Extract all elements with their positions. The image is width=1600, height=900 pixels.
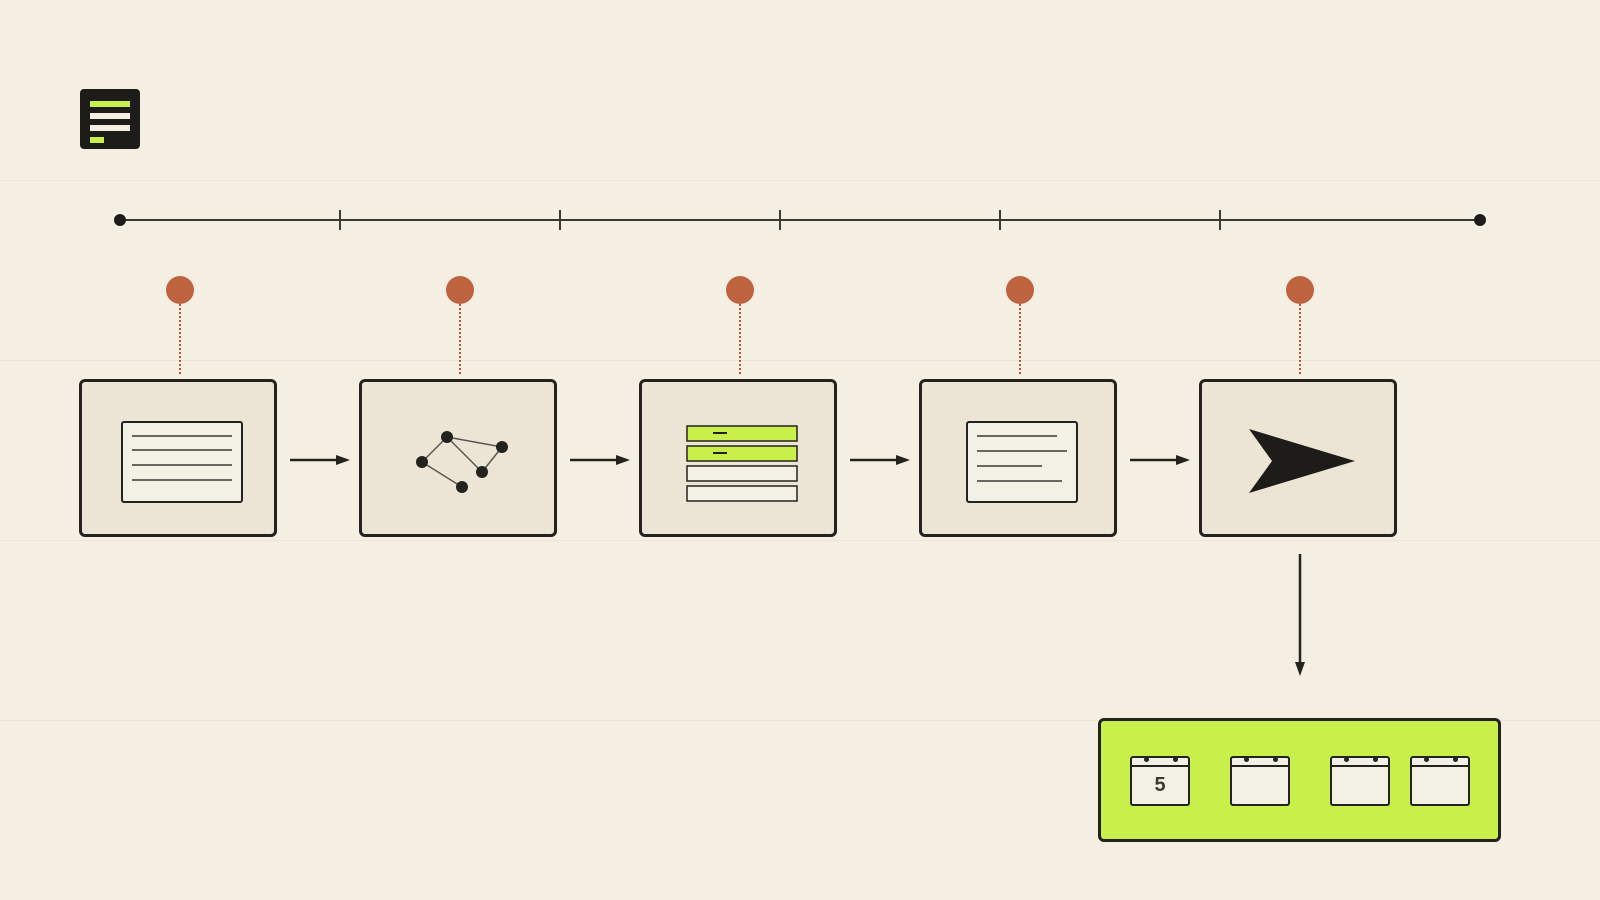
grid-line [0,360,1600,361]
calendar-icon: 5 [1130,756,1190,806]
calendar-panel: 5 [1098,718,1501,842]
pin-connector [179,304,181,374]
step-pin [446,276,474,304]
step-card-document-2 [919,379,1117,537]
step-card-selection [639,379,837,537]
step-pin [726,276,754,304]
step-pin [1286,276,1314,304]
calendar-icon [1330,756,1390,806]
step-card-send [1199,379,1397,537]
grid-line [0,720,1600,721]
document-list-icon [80,89,140,149]
flow-arrow [850,455,910,465]
send-icon [1249,429,1355,493]
selection-list-icon [686,425,798,502]
timeline-tick [999,210,1001,230]
timeline [114,210,1486,230]
pin-connector [459,304,461,374]
pin-connector [1299,304,1301,374]
step-card-document [79,379,277,537]
timeline-end-dot [1474,214,1486,226]
step-pin [1006,276,1034,304]
calendar-icon [1410,756,1470,806]
flow-arrow [570,455,630,465]
flow-arrow [1130,455,1190,465]
document-icon [966,421,1078,503]
document-icon [121,421,243,503]
timeline-tick [779,210,781,230]
grid-line [0,180,1600,181]
down-arrow [1295,554,1305,676]
grid-line [0,540,1600,541]
timeline-tick [1219,210,1221,230]
network-graph-icon [416,431,508,493]
pin-connector [739,304,741,374]
timeline-tick [559,210,561,230]
flow-arrow [290,455,350,465]
calendar-icon [1230,756,1290,806]
timeline-tick [339,210,341,230]
calendar-day: 5 [1154,774,1166,796]
step-pin [166,276,194,304]
timeline-start-dot [114,214,126,226]
pin-connector [1019,304,1021,374]
step-card-network [359,379,557,537]
